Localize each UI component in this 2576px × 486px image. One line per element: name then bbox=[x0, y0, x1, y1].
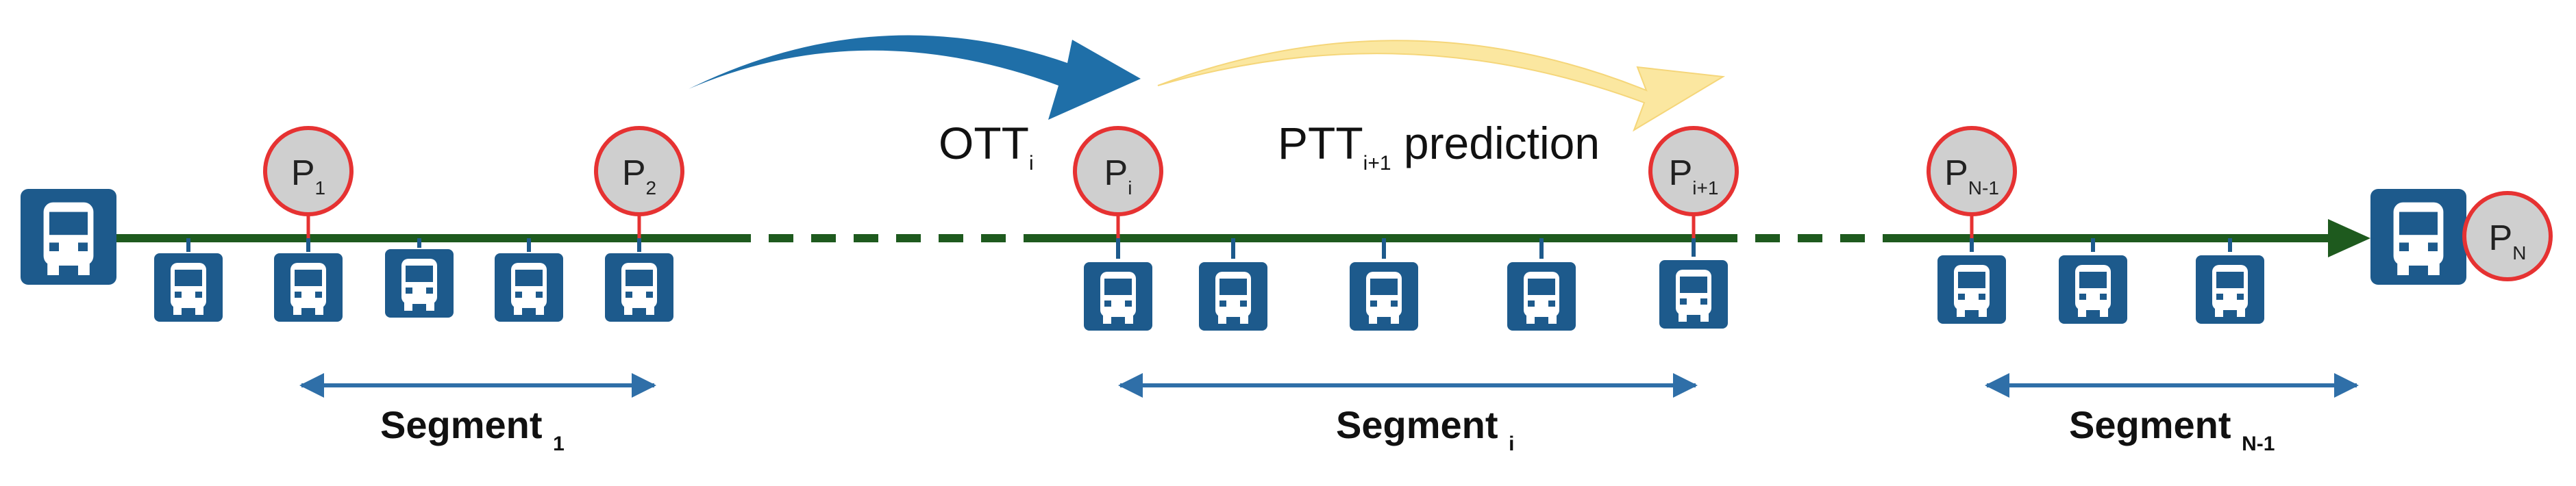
segment-n1-label: Segment N-1 bbox=[2069, 403, 2275, 455]
bus-stop-icon bbox=[1084, 238, 1152, 331]
bus-stop-icon bbox=[1659, 238, 1728, 329]
point-letter: P bbox=[1104, 153, 1128, 193]
bus-stop-icon bbox=[154, 238, 223, 322]
bus-stop-icon bbox=[2196, 238, 2264, 324]
point-index: i+1 bbox=[1692, 177, 1718, 199]
end-bus-icon bbox=[2370, 189, 2466, 285]
segment-i-label: Segment i bbox=[1336, 403, 1514, 455]
point-letter: P bbox=[291, 153, 315, 193]
point-index: i bbox=[1128, 177, 1132, 199]
svg-text:PN: PN bbox=[2489, 218, 2527, 264]
timing-point-p1: P1 bbox=[263, 126, 354, 238]
timing-point-pn: PN bbox=[2462, 191, 2553, 281]
bus-stop-icon bbox=[605, 238, 673, 322]
svg-text:Pi+1: Pi+1 bbox=[1669, 153, 1719, 199]
point-letter: P bbox=[622, 153, 646, 193]
point-index: N-1 bbox=[1968, 177, 1999, 199]
bus-stop-icon bbox=[2059, 238, 2127, 324]
start-bus-icon bbox=[21, 189, 116, 285]
point-letter: P bbox=[2489, 218, 2513, 258]
observed-travel-time-arrow bbox=[689, 35, 1141, 120]
svg-text:PN-1: PN-1 bbox=[1944, 153, 1999, 199]
bus-stop-icon bbox=[1350, 238, 1418, 331]
svg-text:P2: P2 bbox=[622, 153, 656, 199]
stop-icons bbox=[154, 238, 2264, 331]
bus-stop-icon bbox=[495, 238, 563, 322]
point-index: 2 bbox=[646, 177, 657, 199]
segment-1-label: Segment 1 bbox=[380, 403, 565, 455]
bus-stop-icon bbox=[274, 238, 343, 322]
svg-text:Pi: Pi bbox=[1104, 153, 1132, 199]
svg-text:P1: P1 bbox=[291, 153, 325, 199]
timing-point-pi: Pi bbox=[1073, 126, 1163, 238]
point-letter: P bbox=[1669, 153, 1693, 193]
point-index: N bbox=[2512, 242, 2526, 264]
predicted-travel-time-arrow bbox=[1157, 40, 1726, 132]
point-index: 1 bbox=[315, 177, 326, 199]
timing-point-p2: P2 bbox=[594, 126, 684, 238]
predicted-travel-time-label: PTTi+1 prediction bbox=[1278, 118, 1600, 175]
bus-stop-icon bbox=[385, 238, 454, 318]
bus-stop-icon bbox=[1937, 238, 2006, 324]
point-letter: P bbox=[1944, 153, 1968, 193]
route-arrowhead bbox=[2328, 219, 2370, 257]
observed-travel-time-label: OTTi bbox=[939, 118, 1034, 175]
timing-point-pn1: PN-1 bbox=[1927, 126, 2017, 238]
bus-stop-icon bbox=[1199, 238, 1267, 331]
timing-point-pi1: Pi+1 bbox=[1648, 126, 1739, 238]
bus-stop-icon bbox=[1507, 238, 1576, 331]
